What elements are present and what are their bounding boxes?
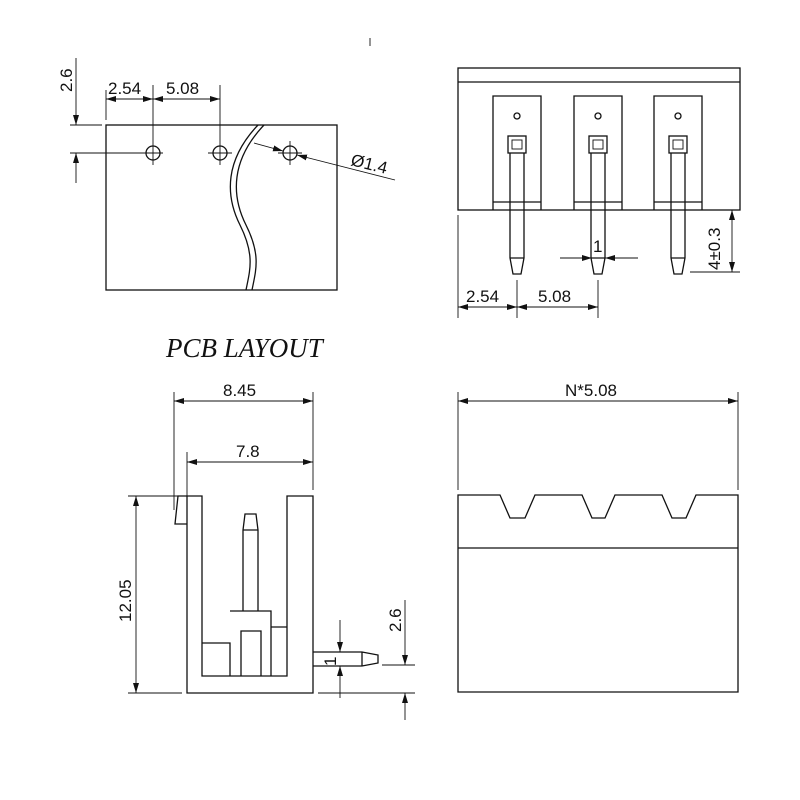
dim-height: 12.05	[116, 579, 135, 622]
dim-edge: 2.6	[57, 68, 76, 92]
dim-first: 2.54	[466, 287, 499, 306]
dim-pin-width: 1	[593, 237, 602, 256]
pcb-layout-view: 2.54 5.08 2.6 Ø1.4 PCB LAYOUT	[57, 58, 396, 363]
dim-body-width: 7.8	[236, 442, 260, 461]
hole-2	[208, 85, 232, 165]
break-line	[229, 124, 259, 291]
dim-pin-offset: 2.6	[386, 608, 405, 632]
dim-total-width: 8.45	[223, 381, 256, 400]
dim-pin-thickness: 1	[321, 657, 340, 666]
dim-pitch-front: 5.08	[538, 287, 571, 306]
dim-pin-length: 4±0.3	[705, 228, 724, 270]
pin-housing-1	[492, 95, 542, 275]
pcb-outline	[105, 124, 338, 291]
pin-housing-2	[573, 95, 623, 275]
dim-pitch: 5.08	[166, 79, 199, 98]
dim-hole: Ø1.4	[349, 150, 389, 177]
pcb-layout-title: PCB LAYOUT	[165, 333, 325, 363]
side-view: 8.45 7.8 12.05 2.6 1	[116, 381, 415, 720]
dim-length: N*5.08	[565, 381, 617, 400]
top-view: N*5.08	[457, 381, 739, 693]
hole-3	[278, 141, 302, 165]
front-view: 2.54 5.08 1 4±0.3	[457, 67, 741, 318]
pin-housing-3	[653, 95, 703, 275]
dim-pitch-first: 2.54	[108, 79, 141, 98]
